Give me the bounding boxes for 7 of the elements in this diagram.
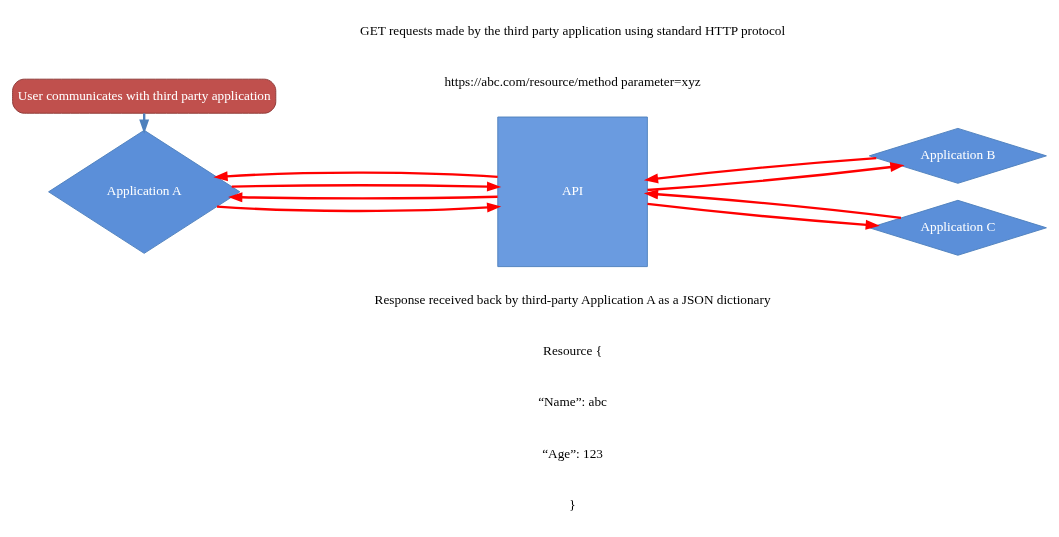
label: Resource { — [543, 343, 603, 359]
label: Response received back by third-party Application A as a JSON dictionary — [374, 292, 771, 308]
label: “Name”: abc — [538, 394, 607, 410]
label: } — [569, 496, 576, 512]
label: https://abc.com/resource/method parameter=xyz — [444, 74, 701, 90]
label: GET requests made by the third party application using standard HTTP protocol — [360, 23, 786, 39]
label: “Age”: 123 — [542, 445, 603, 461]
